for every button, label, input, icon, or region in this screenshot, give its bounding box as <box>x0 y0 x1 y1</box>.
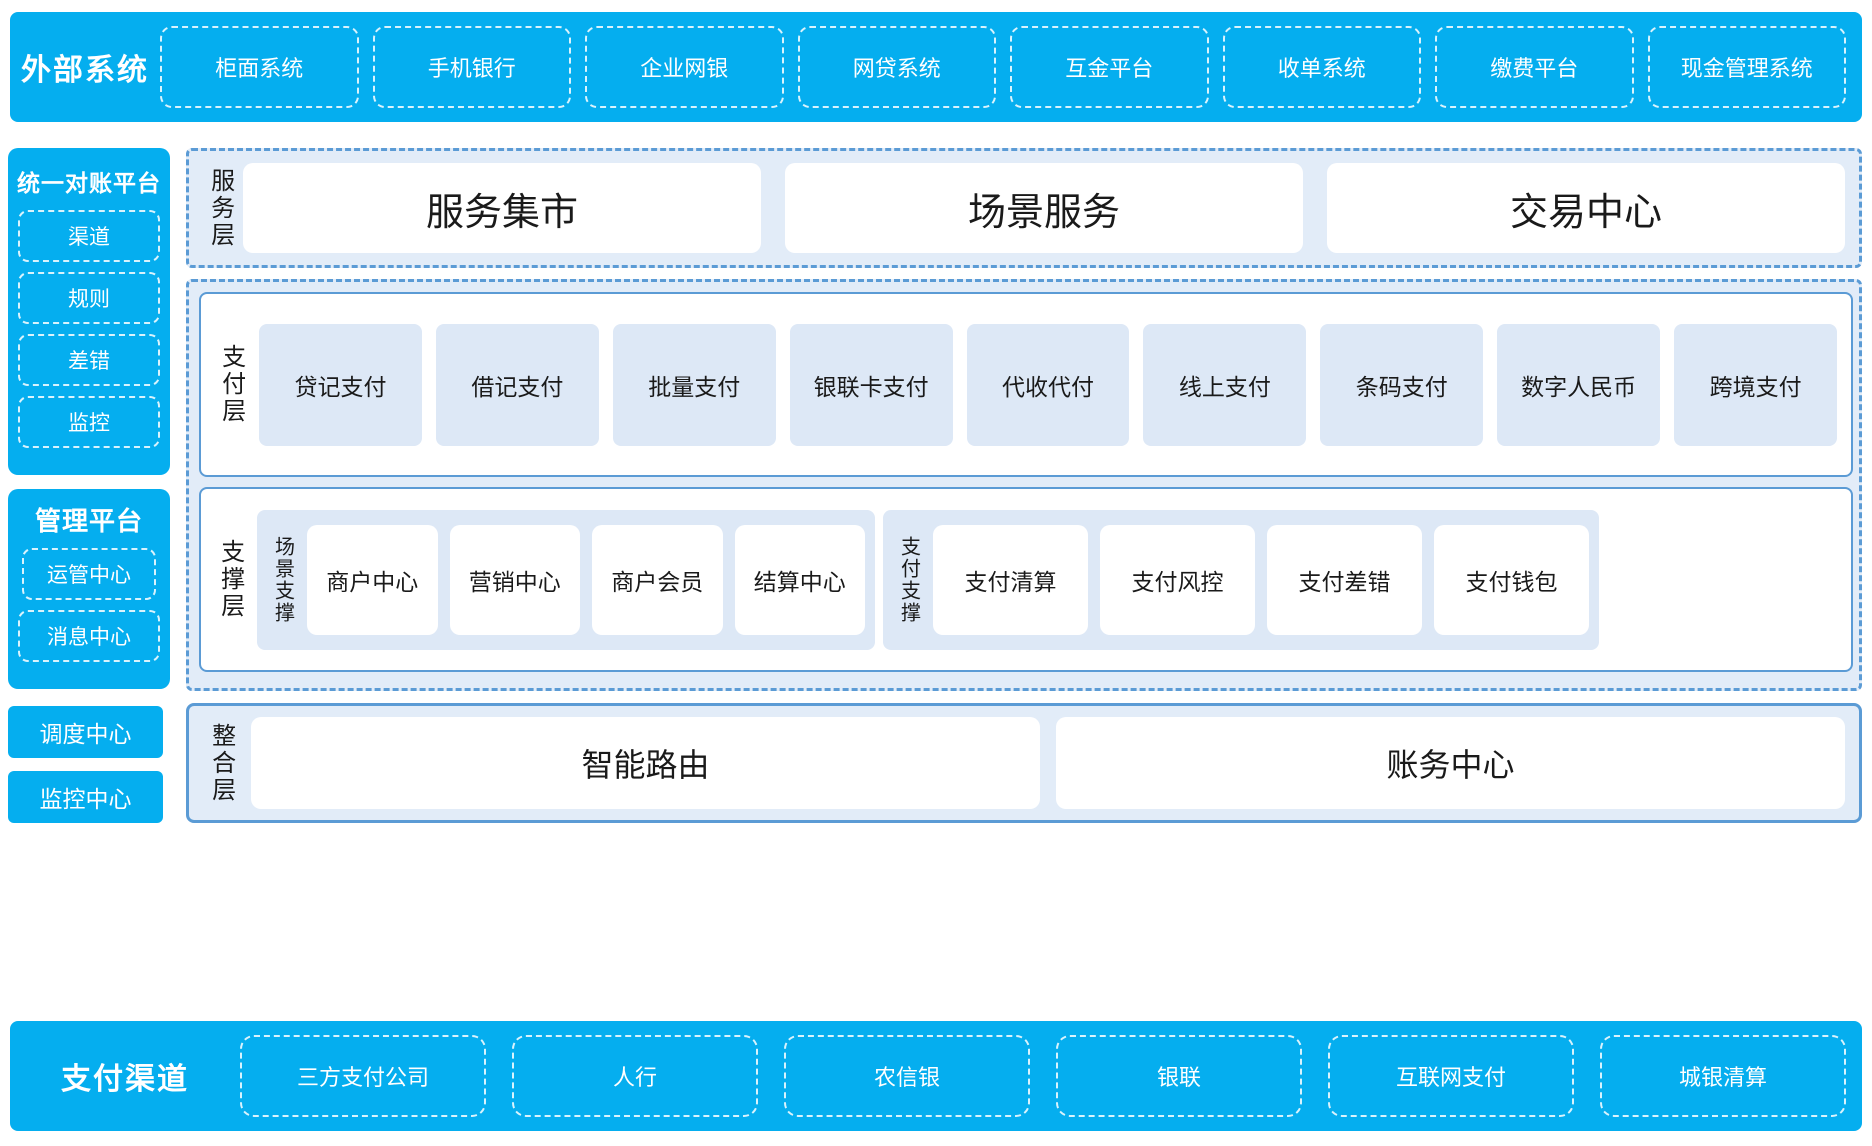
mgmt-item-operations-center[interactable]: 运管中心 <box>22 548 156 600</box>
support-layer: 支撑层 场景支撑 商户中心 营销中心 商户会员 结算中心 支付支撑 支付清算 支… <box>199 487 1853 672</box>
support-layer-label: 支撑层 <box>216 539 244 620</box>
external-system-chip-corporate-bank[interactable]: 企业网银 <box>585 26 784 108</box>
channel-chip-city-bank-clearing[interactable]: 城银清算 <box>1600 1035 1846 1117</box>
external-systems-bar: 外部系统 柜面系统 手机银行 企业网银 网贷系统 互金平台 收单系统 缴费平台 … <box>10 12 1862 122</box>
channel-chip-unionpay[interactable]: 银联 <box>1056 1035 1302 1117</box>
reconciliation-platform-title: 统一对账平台 <box>17 170 161 196</box>
recon-item-error[interactable]: 差错 <box>18 334 160 386</box>
payment-layer-tiles: 贷记支付 借记支付 批量支付 银联卡支付 代收代付 线上支付 条码支付 数字人民… <box>259 323 1838 446</box>
management-platform-panel: 管理平台 运管中心 消息中心 <box>8 489 170 689</box>
channel-chip-pboc[interactable]: 人行 <box>512 1035 758 1117</box>
external-system-chip-billpay[interactable]: 缴费平台 <box>1435 26 1634 108</box>
external-system-chip-mobile-bank[interactable]: 手机银行 <box>372 26 571 108</box>
support-card-merchant-center[interactable]: 商户中心 <box>307 524 438 635</box>
service-card-scenario-service[interactable]: 场景服务 <box>785 163 1303 253</box>
dispatch-center-box[interactable]: 调度中心 <box>8 706 163 758</box>
payment-tile-unionpay-card[interactable]: 银联卡支付 <box>789 323 953 446</box>
recon-item-monitor[interactable]: 监控 <box>18 396 160 448</box>
service-layer-cards: 服务集市 场景服务 交易中心 <box>243 163 1845 253</box>
payment-tile-credit[interactable]: 贷记支付 <box>259 323 422 446</box>
service-card-transaction-center[interactable]: 交易中心 <box>1327 163 1845 253</box>
support-card-payment-error[interactable]: 支付差错 <box>1267 524 1422 635</box>
monitor-center-box[interactable]: 监控中心 <box>8 771 163 823</box>
service-card-service-market[interactable]: 服务集市 <box>243 163 761 253</box>
payment-layer-label: 支付层 <box>217 344 245 425</box>
support-card-payment-risk[interactable]: 支付风控 <box>1100 524 1255 635</box>
support-card-merchant-member[interactable]: 商户会员 <box>592 524 723 635</box>
payment-support-label: 支付支撑 <box>897 535 920 624</box>
core-layers-wrapper: 支付层 贷记支付 借记支付 批量支付 银联卡支付 代收代付 线上支付 条码支付 … <box>186 279 1862 691</box>
integration-layer: 整合层 智能路由 账务中心 <box>186 703 1862 823</box>
recon-item-rule[interactable]: 规则 <box>18 272 160 324</box>
payment-layer: 支付层 贷记支付 借记支付 批量支付 银联卡支付 代收代付 线上支付 条码支付 … <box>199 292 1853 477</box>
external-system-chip-online-loan[interactable]: 网贷系统 <box>797 26 996 108</box>
external-system-chip-acquiring[interactable]: 收单系统 <box>1222 26 1421 108</box>
payment-channels-bar: 支付渠道 三方支付公司 人行 农信银 银联 互联网支付 城银清算 <box>10 1021 1862 1131</box>
support-card-payment-wallet[interactable]: 支付钱包 <box>1434 524 1589 635</box>
support-card-marketing-center[interactable]: 营销中心 <box>449 524 580 635</box>
external-systems-list: 柜面系统 手机银行 企业网银 网贷系统 互金平台 收单系统 缴费平台 现金管理系… <box>160 26 1846 108</box>
external-systems-title: 外部系统 <box>21 54 149 87</box>
support-card-settlement-center[interactable]: 结算中心 <box>734 524 865 635</box>
payment-support-cards: 支付清算 支付风控 支付差错 支付钱包 <box>933 524 1589 635</box>
scenario-support-label: 场景支撑 <box>271 535 294 624</box>
payment-tile-debit[interactable]: 借记支付 <box>435 323 599 446</box>
scenario-support-group: 场景支撑 商户中心 营销中心 商户会员 结算中心 <box>257 509 875 650</box>
support-card-payment-clearing[interactable]: 支付清算 <box>933 524 1088 635</box>
integration-card-smart-routing[interactable]: 智能路由 <box>251 717 1040 809</box>
service-layer-label: 服务层 <box>206 167 234 249</box>
channel-chip-third-party[interactable]: 三方支付公司 <box>240 1035 486 1117</box>
mgmt-item-message-center[interactable]: 消息中心 <box>18 610 160 662</box>
external-system-chip-cash-mgmt[interactable]: 现金管理系统 <box>1647 26 1846 108</box>
reconciliation-platform-panel: 统一对账平台 渠道 规则 差错 监控 <box>8 148 170 475</box>
payment-tile-online[interactable]: 线上支付 <box>1143 323 1307 446</box>
scenario-support-cards: 商户中心 营销中心 商户会员 结算中心 <box>307 524 865 635</box>
payment-channels-list: 三方支付公司 人行 农信银 银联 互联网支付 城银清算 <box>240 1035 1846 1117</box>
external-system-chip-counter[interactable]: 柜面系统 <box>160 26 359 108</box>
integration-layer-cards: 智能路由 账务中心 <box>251 717 1845 809</box>
external-system-chip-fintech[interactable]: 互金平台 <box>1010 26 1209 108</box>
payment-tile-barcode[interactable]: 条码支付 <box>1320 323 1484 446</box>
payment-tile-cross-border[interactable]: 跨境支付 <box>1674 323 1838 446</box>
service-layer: 服务层 服务集市 场景服务 交易中心 <box>186 148 1862 268</box>
management-platform-title: 管理平台 <box>34 506 143 536</box>
integration-layer-label: 整合层 <box>207 722 235 804</box>
payment-support-group: 支付支撑 支付清算 支付风控 支付差错 支付钱包 <box>883 509 1599 650</box>
payment-tile-digital-rmb[interactable]: 数字人民币 <box>1497 323 1661 446</box>
payment-channels-title: 支付渠道 <box>61 1063 189 1096</box>
recon-item-channel[interactable]: 渠道 <box>18 210 160 262</box>
channel-chip-rcc-bank[interactable]: 农信银 <box>784 1035 1030 1117</box>
channel-chip-internet-payment[interactable]: 互联网支付 <box>1328 1035 1574 1117</box>
payment-tile-collection-payment[interactable]: 代收代付 <box>966 323 1130 446</box>
integration-card-accounting-center[interactable]: 账务中心 <box>1056 717 1845 809</box>
payment-tile-batch[interactable]: 批量支付 <box>612 323 776 446</box>
